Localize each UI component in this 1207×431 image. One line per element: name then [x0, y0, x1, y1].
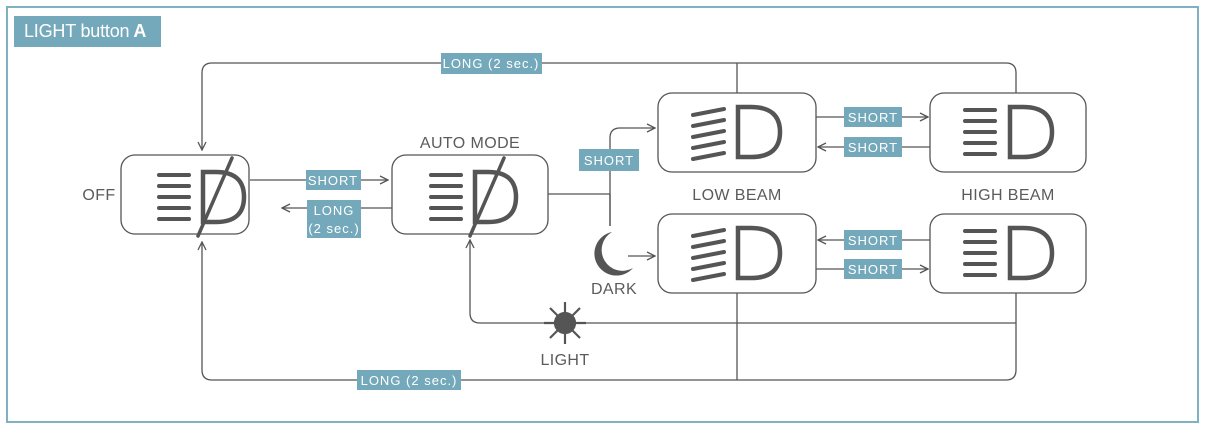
headlight-auto-icon — [429, 156, 519, 238]
short-off-auto-tag: SHORT — [308, 173, 358, 188]
long-auto-off-tag-line2: (2 sec.) — [308, 221, 359, 236]
low-beam-icon-upper — [691, 104, 783, 161]
off-label: OFF — [82, 187, 115, 204]
moon-icon — [594, 232, 633, 276]
long-bottom-tag-bg — [357, 370, 461, 390]
short-lh-top1-tag: SHORT — [848, 110, 898, 125]
long-auto-off-tag-line1: LONG — [314, 203, 355, 218]
long-top-line — [202, 62, 1017, 150]
short-lh-bottom2-tag: SHORT — [848, 262, 898, 277]
off-box — [120, 154, 250, 235]
long-top-tag-bg — [441, 53, 542, 74]
low-beam-label: LOW BEAM — [692, 187, 781, 204]
short-lh-top2-tag-bg — [844, 137, 902, 157]
short-lh-bottom1-tag-bg — [844, 230, 902, 250]
short-lh-bottom1-tag: SHORT — [848, 233, 898, 248]
long-top-tag: LONG (2 sec.) — [443, 56, 540, 71]
short-off-auto-tag-bg — [306, 170, 361, 190]
auto-mode-label: AUTO MODE — [420, 135, 520, 152]
high-beam-label: HIGH BEAM — [961, 187, 1054, 204]
long-bottom-line — [202, 242, 1017, 381]
auto-to-low-upper — [609, 128, 655, 226]
dark-label: DARK — [591, 281, 637, 298]
high-beam-icon-lower — [963, 225, 1055, 281]
title-key: A — [133, 21, 147, 41]
short-auto-low-tag: SHORT — [584, 153, 634, 168]
high-beam-icon-upper — [963, 104, 1055, 160]
short-lh-bottom2-tag-bg — [844, 259, 902, 279]
long-bottom-tag: LONG (2 sec.) — [361, 373, 458, 388]
headlight-off-icon — [157, 156, 247, 238]
auto-mode-box — [391, 154, 549, 235]
short-lh-top1-tag-bg — [844, 107, 902, 127]
low-beam-icon-lower — [691, 225, 783, 282]
sun-icon — [544, 302, 586, 344]
short-auto-low-tag-bg — [579, 149, 639, 171]
title-text: LIGHT button — [24, 21, 130, 41]
light-label: LIGHT — [540, 352, 589, 369]
short-lh-top2-tag: SHORT — [848, 140, 898, 155]
light-return-line — [470, 240, 1016, 324]
long-auto-off-tag-bg — [307, 200, 361, 238]
